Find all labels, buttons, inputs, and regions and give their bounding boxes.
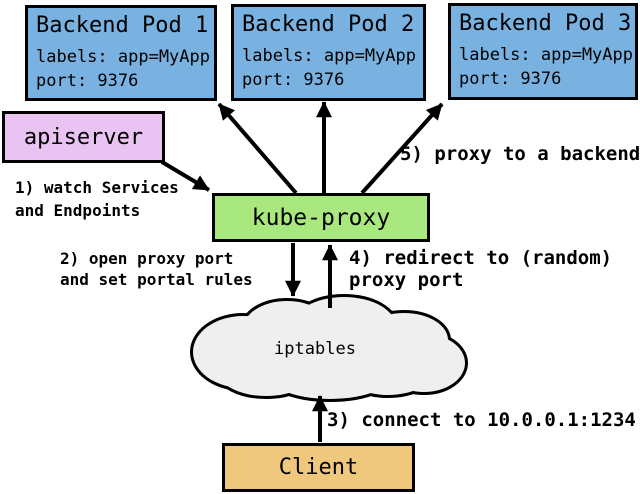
annotation-line: and set portal rules bbox=[60, 270, 253, 289]
backend-pod-3-box: Backend Pod 3 labels: app=MyApp port: 93… bbox=[448, 3, 638, 100]
annotation-line: 5) proxy to a backend bbox=[400, 143, 640, 165]
pod-title: Backend Pod 2 bbox=[242, 12, 415, 37]
apiserver-box: apiserver bbox=[2, 111, 165, 163]
pod-labels: labels: app=MyApp bbox=[242, 46, 416, 66]
annotation-step3: 3) connect to 10.0.0.1:1234 bbox=[327, 409, 636, 431]
apiserver-label: apiserver bbox=[23, 124, 144, 150]
annotation-line: 4) redirect to (random) bbox=[349, 247, 613, 269]
kube-proxy-label: kube-proxy bbox=[251, 204, 391, 231]
pod-title: Backend Pod 1 bbox=[36, 13, 209, 38]
kube-proxy-box: kube-proxy bbox=[212, 193, 430, 242]
pod-labels: labels: app=MyApp bbox=[36, 47, 210, 67]
annotation-step5: 5) proxy to a backend bbox=[400, 143, 640, 165]
annotation-line: 2) open proxy port bbox=[60, 249, 234, 268]
annotation-line: 1) watch Services bbox=[15, 178, 179, 197]
annotation-line: and Endpoints bbox=[15, 201, 141, 220]
client-box: Client bbox=[222, 443, 415, 492]
annotation-step1: 1) watch Services and Endpoints bbox=[15, 176, 179, 222]
pod-labels: labels: app=MyApp bbox=[459, 45, 633, 65]
backend-pod-2-box: Backend Pod 2 labels: app=MyApp port: 93… bbox=[231, 4, 426, 101]
annotation-line: proxy port bbox=[349, 269, 464, 291]
pod-port: port: 9376 bbox=[459, 69, 562, 89]
pod-port: port: 9376 bbox=[36, 71, 139, 91]
pod-title: Backend Pod 3 bbox=[459, 11, 632, 36]
cloud-shape bbox=[190, 294, 468, 402]
iptables-label: iptables bbox=[274, 339, 356, 359]
pod-port: port: 9376 bbox=[242, 70, 345, 90]
annotation-step4: 4) redirect to (random) proxy port bbox=[349, 247, 612, 291]
client-label: Client bbox=[278, 455, 359, 480]
arrow-step1-apiserver-to-kubeproxy bbox=[160, 160, 211, 192]
annotation-step2: 2) open proxy port and set portal rules bbox=[60, 248, 253, 290]
annotation-line: 3) connect to 10.0.0.1:1234 bbox=[327, 409, 636, 431]
arrow-step5-kubeproxy-to-pod3 bbox=[360, 102, 444, 195]
backend-pod-1-box: Backend Pod 1 labels: app=MyApp port: 93… bbox=[25, 5, 217, 101]
arrow-step5-kubeproxy-to-pod1 bbox=[217, 102, 298, 195]
